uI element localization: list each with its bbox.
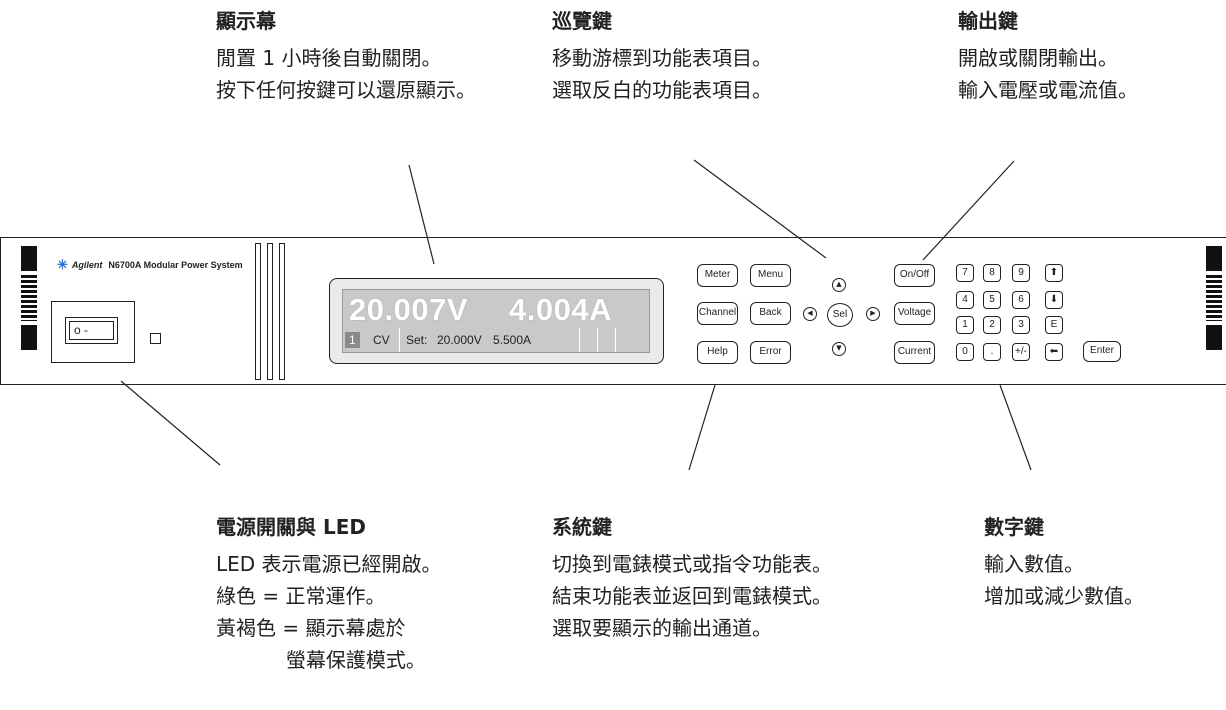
mode-indicator: CV: [373, 333, 390, 347]
navigation-callout-title: 巡覽鍵: [552, 9, 612, 33]
voltage-readout: 20.007V: [349, 292, 468, 327]
power-callout: 電源開關與 LED LED 表示電源已經開啟。 綠色 = 正常運作。 黃褐色 =…: [216, 514, 442, 676]
system-callout-line: 切換到電錶模式或指令功能表。: [552, 552, 832, 576]
power-leader: [120, 380, 221, 466]
navigation-callout-line: 移動游標到功能表項目。: [552, 46, 772, 70]
system-leader: [688, 384, 716, 471]
power-led: [150, 333, 161, 344]
navigation-leader: [693, 159, 827, 259]
numeric-leader: [999, 384, 1032, 471]
numeric-callout-line: 輸入數值。: [984, 552, 1084, 576]
brand-label: ✳Agilent N6700A Modular Power System: [57, 257, 243, 273]
decrement-key[interactable]: ⬇: [1045, 291, 1063, 309]
up-arrow-key[interactable]: ▲: [832, 278, 846, 292]
system-callout-line: 結束功能表並返回到電錶模式。: [552, 584, 832, 608]
status-line: 1 CV Set: 20.000V 5.500A: [343, 328, 649, 352]
key-2[interactable]: 2: [983, 316, 1001, 334]
display-callout-line: 閒置 1 小時後自動關閉。: [216, 46, 442, 70]
help-key[interactable]: Help: [697, 341, 738, 364]
backspace-key[interactable]: ⬅: [1045, 343, 1063, 361]
power-callout-line: 螢幕保護模式。: [216, 648, 426, 672]
display-callout-line: 按下任何按鍵可以還原顯示。: [216, 78, 476, 102]
channel-key[interactable]: Channel: [697, 302, 738, 325]
set-voltage: 20.000V: [437, 333, 482, 347]
right-arrow-key[interactable]: ▶: [866, 307, 880, 321]
back-key[interactable]: Back: [750, 302, 791, 325]
output-callout-title: 輸出鍵: [958, 9, 1018, 33]
down-arrow-key[interactable]: ▼: [832, 342, 846, 356]
channel-indicator: 1: [345, 332, 360, 348]
right-vent: [1206, 246, 1222, 350]
key-5[interactable]: 5: [983, 291, 1001, 309]
key-6[interactable]: 6: [1012, 291, 1030, 309]
set-label: Set:: [399, 328, 431, 352]
current-key[interactable]: Current: [894, 341, 935, 364]
power-switch-frame: o -: [51, 301, 135, 363]
key-1[interactable]: 1: [956, 316, 974, 334]
key-4[interactable]: 4: [956, 291, 974, 309]
output-callout-line: 開啟或關閉輸出。: [958, 46, 1118, 70]
lcd-display: 20.007V 4.004A 1 CV Set: 20.000V 5.500A: [342, 289, 650, 353]
brand-name: Agilent: [71, 260, 103, 270]
down-arrow-icon: ⬇: [1049, 294, 1059, 305]
navigation-callout-line: 選取反白的功能表項目。: [552, 78, 772, 102]
error-key[interactable]: Error: [750, 341, 791, 364]
left-arrow-key[interactable]: ◀: [803, 307, 817, 321]
right-arrow-icon: ▶: [870, 309, 876, 317]
voltage-key[interactable]: Voltage: [894, 302, 935, 325]
on-off-key[interactable]: On/Off: [894, 264, 935, 287]
power-callout-line: 綠色 = 正常運作。: [216, 584, 386, 608]
left-vent: [21, 246, 37, 350]
select-key[interactable]: Sel: [827, 303, 853, 327]
increment-key[interactable]: ⬆: [1045, 264, 1063, 282]
power-switch[interactable]: o -: [65, 317, 118, 344]
rail: [279, 243, 285, 380]
key-8[interactable]: 8: [983, 264, 1001, 282]
up-arrow-icon: ▲: [836, 280, 842, 288]
output-callout: 輸出鍵 開啟或關閉輸出。 輸入電壓或電流值。: [958, 8, 1138, 106]
output-leader: [922, 160, 1015, 261]
navigation-callout: 巡覽鍵 移動游標到功能表項目。 選取反白的功能表項目。: [552, 8, 772, 106]
display-callout-title: 顯示幕: [216, 9, 276, 33]
key-dot[interactable]: .: [983, 343, 1001, 361]
up-arrow-icon: ⬆: [1049, 267, 1059, 278]
rail: [255, 243, 261, 380]
left-arrow-icon: ◀: [807, 309, 813, 317]
numeric-callout-title: 數字鍵: [984, 515, 1044, 539]
meter-key[interactable]: Meter: [697, 264, 738, 287]
key-0[interactable]: 0: [956, 343, 974, 361]
power-callout-line: 黃褐色 = 顯示幕處於: [216, 616, 406, 640]
current-readout: 4.004A: [509, 292, 612, 327]
numeric-callout: 數字鍵 輸入數值。 增加或減少數值。: [984, 514, 1144, 612]
key-plus-minus[interactable]: +/-: [1012, 343, 1030, 361]
left-arrow-icon: ⬅: [1049, 346, 1059, 357]
key-e[interactable]: E: [1045, 316, 1063, 334]
agilent-logo-icon: ✳: [57, 257, 68, 272]
rail: [267, 243, 273, 380]
numeric-callout-line: 增加或減少數值。: [984, 584, 1144, 608]
model-name: N6700A Modular Power System: [108, 260, 243, 270]
power-callout-title: 電源開關與 LED: [216, 515, 366, 539]
power-callout-line: LED 表示電源已經開啟。: [216, 552, 442, 576]
menu-key[interactable]: Menu: [750, 264, 791, 287]
status-cell: [579, 328, 597, 352]
status-cell: [597, 328, 615, 352]
display-bezel: 20.007V 4.004A 1 CV Set: 20.000V 5.500A: [329, 278, 664, 364]
key-7[interactable]: 7: [956, 264, 974, 282]
display-leader: [408, 164, 435, 265]
output-callout-line: 輸入電壓或電流值。: [958, 78, 1138, 102]
display-callout: 顯示幕 閒置 1 小時後自動關閉。 按下任何按鍵可以還原顯示。: [216, 8, 516, 106]
system-callout: 系統鍵 切換到電錶模式或指令功能表。 結束功能表並返回到電錶模式。 選取要顯示的…: [552, 514, 832, 644]
key-9[interactable]: 9: [1012, 264, 1030, 282]
down-arrow-icon: ▼: [836, 344, 842, 352]
key-3[interactable]: 3: [1012, 316, 1030, 334]
enter-key[interactable]: Enter: [1083, 341, 1121, 362]
system-callout-line: 選取要顯示的輸出通道。: [552, 616, 772, 640]
system-callout-title: 系統鍵: [552, 515, 612, 539]
set-current: 5.500A: [493, 333, 532, 347]
status-cell: [615, 328, 633, 352]
power-switch-label: o -: [69, 321, 114, 340]
